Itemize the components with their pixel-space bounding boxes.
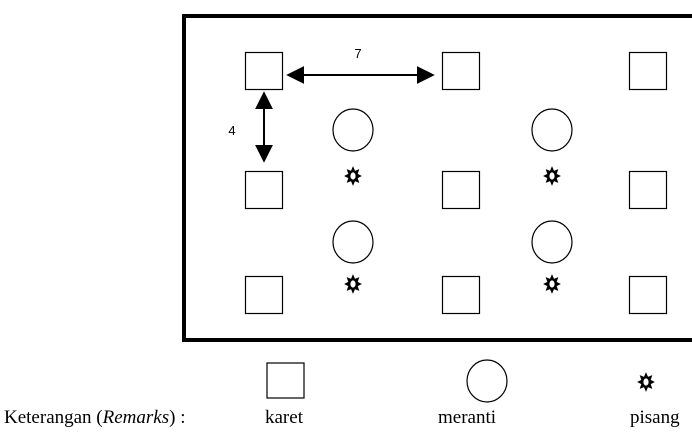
karet-square-symbol	[244, 170, 284, 210]
vertical-spacing-label: 4	[228, 123, 235, 138]
karet-square-symbol	[628, 275, 668, 315]
plot-trees	[244, 51, 668, 315]
pisang-star-shape	[637, 372, 655, 392]
legend-pisang-label: pisang	[630, 407, 680, 428]
karet-square-symbol	[441, 275, 481, 315]
karet-square-symbol	[441, 170, 481, 210]
legend-karet-label: karet	[265, 407, 304, 428]
horizontal-spacing-label: 7	[354, 46, 361, 61]
pisang-star-symbol	[543, 166, 561, 186]
pisang-star-symbol	[344, 166, 362, 186]
legend-karet-square-symbol	[266, 362, 305, 399]
legend-meranti-circle-symbol	[466, 359, 508, 403]
meranti-circle-symbol	[531, 220, 573, 264]
meranti-circle-symbol	[332, 220, 374, 264]
karet-square-symbol	[441, 51, 481, 91]
legend-title: Keterangan (Remarks) :	[4, 407, 185, 428]
meranti-circle-symbol	[531, 108, 573, 152]
karet-square-symbol	[628, 51, 668, 91]
karet-square-symbol	[244, 275, 284, 315]
plot-boundary	[182, 14, 692, 342]
legend: Keterangan (Remarks) : karet meranti pis…	[4, 359, 680, 428]
pisang-star-symbol	[344, 274, 362, 294]
legend-pisang-star-symbol	[637, 372, 655, 392]
legend-meranti-label: meranti	[438, 407, 496, 428]
meranti-circle-symbol	[332, 108, 374, 152]
pisang-star-symbol	[543, 274, 561, 294]
karet-square-symbol	[628, 170, 668, 210]
karet-square-symbol	[244, 51, 284, 91]
